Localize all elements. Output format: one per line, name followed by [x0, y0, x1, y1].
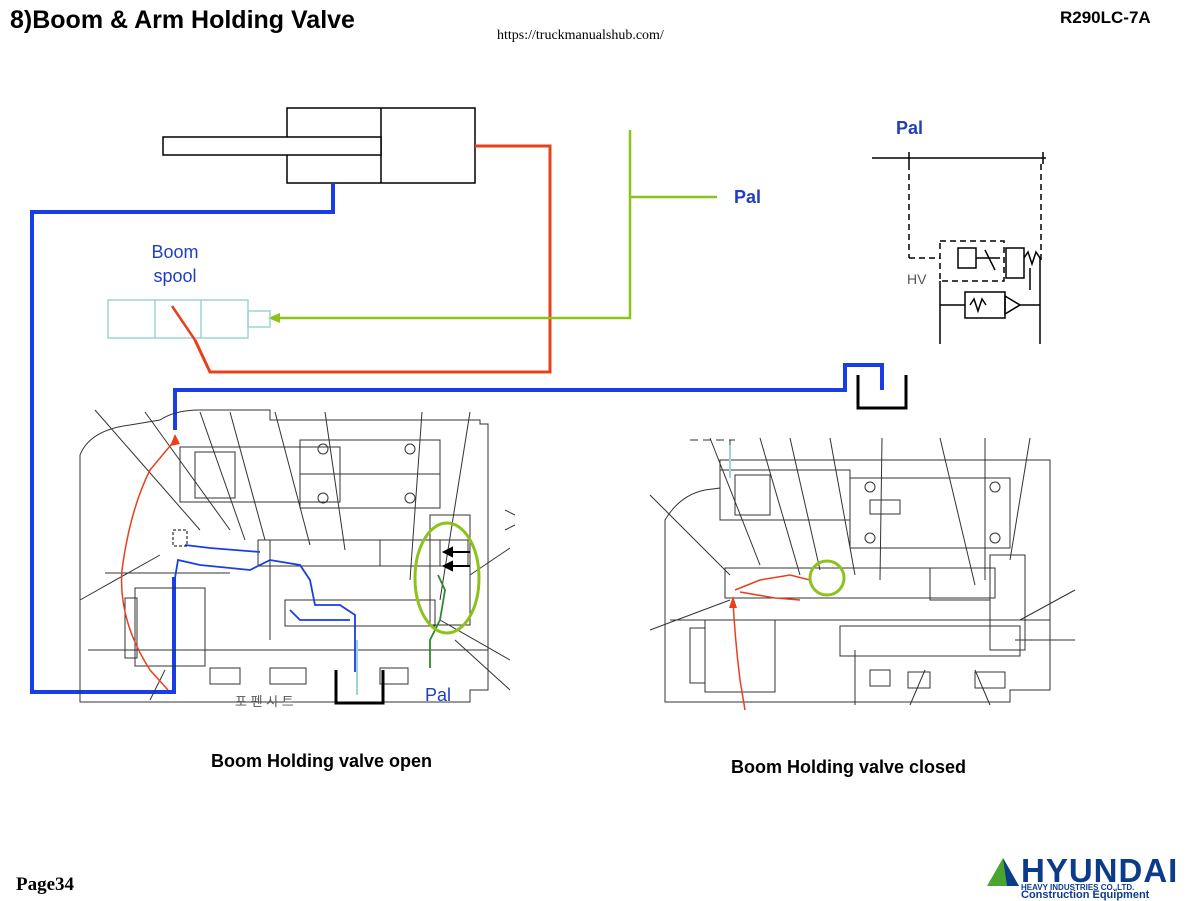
pal-label-top-right: Pal	[896, 118, 924, 138]
korean-fragment-label: 포 펜 시 트	[235, 694, 294, 709]
red-pressure-line	[193, 144, 552, 374]
boom-spool	[107, 299, 271, 339]
boom-spool-label: Boom spool	[144, 240, 206, 288]
boom-spool-label-line2: spool	[153, 266, 197, 286]
logo-triangle-icon	[987, 858, 1019, 886]
hv-label: HV	[907, 271, 927, 287]
caption-valve-open: Boom Holding valve open	[211, 751, 433, 771]
green-pilot-line	[275, 130, 632, 320]
open-valve-red-arrow	[170, 434, 180, 446]
hv-symbol	[872, 152, 1046, 344]
blue-tank-line	[173, 363, 884, 430]
page-number: Page34	[16, 874, 75, 895]
source-url[interactable]: https://truckmanualshub.com/	[497, 28, 664, 43]
caption-valve-closed: Boom Holding valve closed	[731, 757, 967, 777]
open-tank-symbol	[334, 670, 385, 705]
boom-cylinder	[162, 107, 476, 184]
model-number: R290LC-7A	[1060, 8, 1151, 27]
tank-symbol	[856, 375, 908, 410]
closed-valve-red-flow	[732, 574, 811, 711]
open-valve-highlight	[413, 521, 481, 635]
closed-valve-red-arrow	[729, 596, 737, 608]
open-valve-green-pilot	[429, 574, 446, 668]
hyundai-logo: HYUNDAI HEAVY INDUSTRIES CO.,LTD. Constr…	[985, 852, 1185, 901]
open-valve-black-arrows	[441, 546, 470, 572]
open-valve-blue-flow	[174, 544, 356, 672]
pal-label-bottom: Pal	[425, 685, 452, 705]
blue-return-line	[30, 183, 335, 694]
logo-wordmark: HYUNDAI	[1021, 852, 1179, 889]
open-valve-red-flow	[120, 439, 176, 691]
green-arrow-head	[268, 313, 280, 323]
pal-label-middle: Pal	[734, 187, 762, 207]
boom-spool-label-line1: Boom	[151, 242, 199, 262]
logo-division: Construction Equipment	[1021, 889, 1150, 901]
closed-valve-highlight	[808, 559, 846, 597]
valve-section-closed	[649, 437, 1076, 706]
logo-subtitle: HEAVY INDUSTRIES CO.,LTD.	[1021, 883, 1135, 892]
page-title: 8)Boom & Arm Holding Valve	[10, 6, 355, 34]
spool-red-arrow	[170, 305, 197, 341]
valve-section-open	[79, 409, 516, 703]
open-valve-dashed-box	[172, 529, 188, 547]
